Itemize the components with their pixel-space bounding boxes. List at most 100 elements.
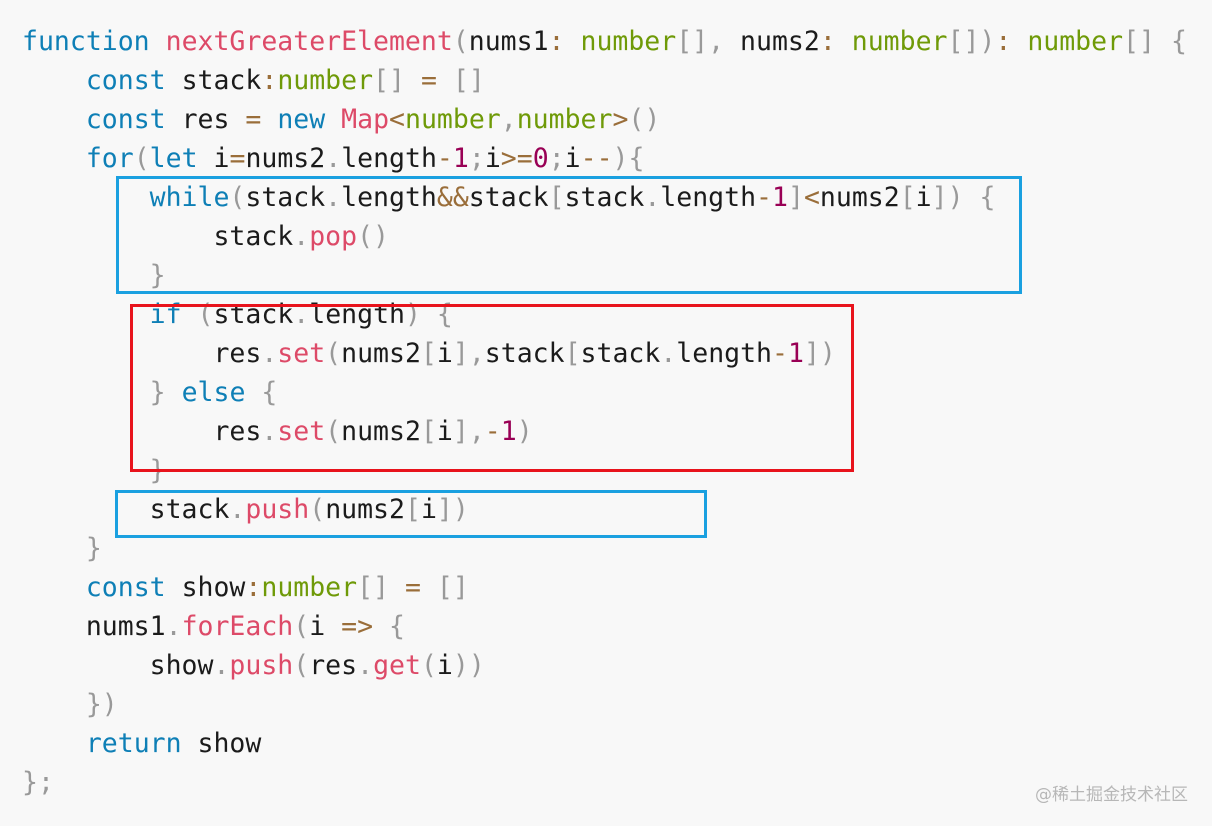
code-token: 1	[772, 182, 788, 213]
code-token: i	[420, 494, 437, 525]
code-token: =	[245, 104, 262, 135]
code-token: while	[149, 182, 230, 213]
code-token: [	[899, 182, 916, 213]
code-token: 1	[787, 338, 804, 369]
code-token: -	[756, 182, 772, 213]
code-token: ,	[500, 104, 517, 135]
code-token: [])	[947, 26, 996, 57]
code-token: else	[181, 377, 246, 408]
code-token: (	[325, 338, 342, 369]
code-token: --	[580, 143, 613, 174]
code-token: -	[436, 143, 453, 174]
code-token: {	[261, 377, 278, 408]
highlight-box-if-else	[130, 304, 854, 472]
code-token: number	[516, 104, 613, 135]
code-line: } else {	[22, 373, 1187, 412]
code-token: return	[85, 728, 182, 759]
code-line: };	[22, 763, 1187, 802]
code-line: stack.pop()	[22, 217, 1187, 256]
code-token: ;	[548, 143, 565, 174]
code-token: (	[229, 182, 246, 213]
code-token: stack	[22, 221, 294, 252]
code-token: .	[325, 182, 342, 213]
code-token: nums2	[325, 494, 405, 525]
code-token: nums2	[245, 143, 326, 174]
code-token: 1	[452, 143, 469, 174]
code-token: (	[133, 143, 150, 174]
code-token: stack	[564, 182, 645, 213]
code-token: =	[420, 65, 437, 96]
code-token: 0	[532, 143, 549, 174]
code-token: number	[261, 572, 358, 603]
code-token: for	[85, 143, 134, 174]
code-token: (	[420, 650, 437, 681]
code-token: ]	[787, 182, 804, 213]
code-token: i	[436, 338, 453, 369]
code-token: i	[197, 143, 230, 174]
code-line: })	[22, 685, 1187, 724]
code-token: })	[85, 689, 118, 720]
code-token: push	[245, 494, 310, 525]
code-token: .	[261, 338, 278, 369]
code-token: (	[452, 26, 469, 57]
code-token: :	[548, 26, 565, 57]
code-token: new	[277, 104, 326, 135]
code-token: [],	[676, 26, 725, 57]
code-line: const res = new Map<number,number>()	[22, 100, 1187, 139]
code-token: ){	[612, 143, 645, 174]
code-line: }	[22, 256, 1187, 295]
code-token: number	[851, 26, 948, 57]
code-token: (	[325, 416, 342, 447]
code-token: .	[165, 611, 182, 642]
code-token	[565, 26, 581, 57]
code-token: const	[85, 104, 166, 135]
code-token: >	[612, 104, 629, 135]
code-token	[22, 65, 86, 96]
code-token: ])	[931, 182, 964, 213]
code-token: nums2	[724, 26, 820, 57]
code-token: ],	[452, 338, 485, 369]
code-token: get	[373, 650, 421, 681]
code-token: stack	[22, 494, 230, 525]
code-token: const	[85, 65, 166, 96]
code-line: const show:number[] = []	[22, 568, 1187, 607]
code-token: res	[22, 416, 262, 447]
code-token: .	[293, 221, 310, 252]
code-token: }	[149, 260, 166, 291]
code-token: i	[484, 143, 501, 174]
code-token: []	[452, 65, 485, 96]
code-line: return show	[22, 724, 1187, 763]
code-token	[1155, 26, 1171, 57]
code-token: []	[1123, 26, 1155, 57]
code-token: :	[995, 26, 1012, 57]
code-line: show.push(res.get(i))	[22, 646, 1187, 685]
code-token: i	[436, 416, 453, 447]
code-token: length	[676, 338, 773, 369]
code-token: 1	[500, 416, 517, 447]
code-token: forEach	[181, 611, 294, 642]
code-token: stack	[468, 182, 549, 213]
code-line: nums1.forEach(i => {	[22, 607, 1187, 646]
code-token	[22, 143, 86, 174]
code-token: {	[1170, 26, 1187, 57]
code-token: =>	[341, 611, 374, 642]
code-token: set	[277, 338, 326, 369]
code-token	[421, 572, 437, 603]
code-token: ])	[803, 338, 836, 369]
code-token: Map	[341, 104, 390, 135]
code-token	[22, 572, 86, 603]
code-token: .	[660, 338, 677, 369]
code-token	[325, 104, 341, 135]
code-token: res	[165, 104, 246, 135]
code-block: function nextGreaterElement(nums1: numbe…	[22, 22, 1187, 802]
code-token: ()	[357, 221, 389, 252]
code-token	[836, 26, 852, 57]
code-token: stack	[580, 338, 661, 369]
code-token: .	[325, 143, 342, 174]
code-token: (	[293, 611, 310, 642]
code-token: }	[149, 377, 166, 408]
code-token: nums2	[819, 182, 900, 213]
code-token	[373, 611, 389, 642]
code-token	[150, 26, 166, 57]
code-token: length	[341, 182, 437, 213]
